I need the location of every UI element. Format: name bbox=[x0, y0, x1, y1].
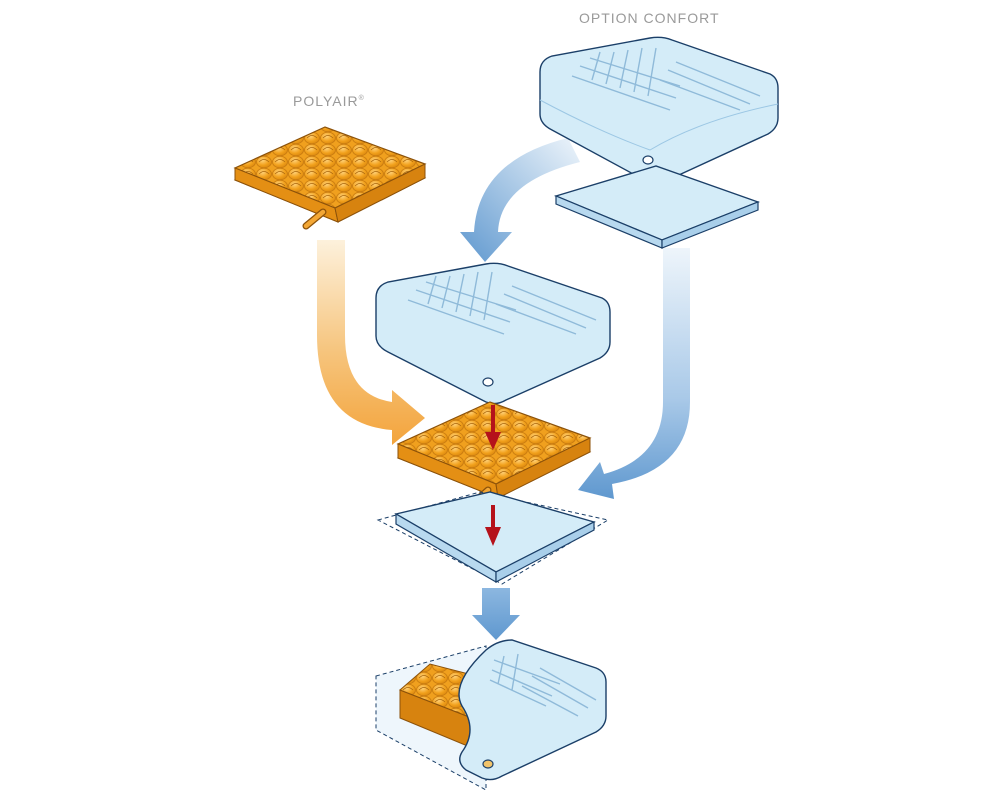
option-confort-base-plate bbox=[553, 165, 760, 249]
blue-flow-arrow-icon bbox=[578, 248, 690, 499]
polyair-air-cell-insert bbox=[233, 126, 427, 230]
polyair-label: POLYAIR® bbox=[293, 93, 364, 109]
blue-flow-arrow-icon bbox=[460, 138, 580, 262]
red-insert-arrow-icon bbox=[485, 405, 501, 450]
blue-flow-arrow-icon bbox=[472, 588, 520, 640]
final-assembled-cushion bbox=[375, 639, 607, 791]
middle-cover bbox=[375, 262, 611, 405]
option-confort-label: OPTION CONFORT bbox=[579, 10, 720, 26]
orange-flow-arrow-icon bbox=[317, 240, 425, 445]
red-insert-arrow-icon bbox=[485, 505, 501, 546]
option-confort-cover bbox=[539, 36, 779, 185]
